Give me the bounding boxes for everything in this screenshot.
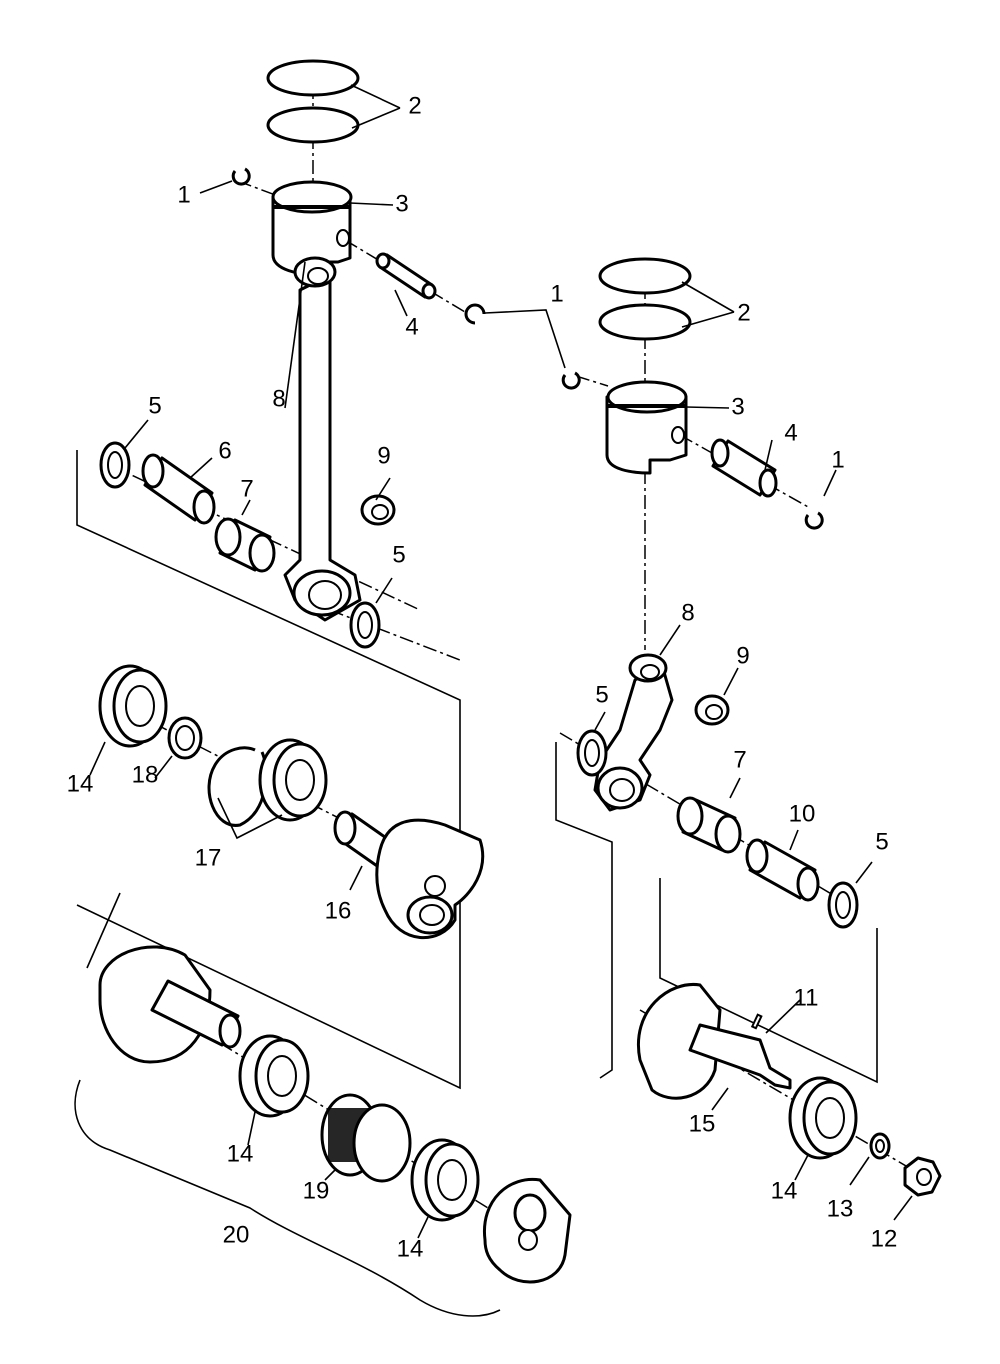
callout-label: 2 — [408, 92, 421, 119]
crank-flywheel-icon — [98, 945, 242, 1064]
left-rod-group — [99, 256, 396, 649]
callout-label: 19 — [303, 1177, 330, 1204]
lower-crank-assembly — [98, 945, 572, 1284]
needle-bearing-icon — [676, 796, 742, 854]
piston-ring-icon — [266, 106, 360, 144]
crank-web-icon — [482, 1177, 572, 1284]
callout-label: 4 — [784, 419, 797, 446]
callout-numbers: 2 1 3 4 1 2 3 4 1 5 6 7 8 9 5 8 9 5 7 10… — [67, 92, 898, 1262]
ball-bearing-icon — [788, 1076, 858, 1160]
right-piston-assembly — [561, 257, 824, 530]
thrust-washer-icon — [576, 729, 608, 777]
labyrinth-seal-icon — [320, 1093, 412, 1183]
callout-label: 13 — [827, 1195, 854, 1222]
needle-bearing-icon — [214, 517, 276, 573]
wrist-pin-icon — [710, 438, 778, 498]
piston-icon — [605, 380, 688, 475]
middle-crank-group — [98, 664, 485, 940]
snap-ring-icon — [167, 716, 203, 760]
callout-label: 17 — [195, 844, 222, 871]
crank-half-icon — [637, 982, 792, 1100]
callout-label: 8 — [272, 385, 285, 412]
crank-half-icon — [333, 810, 485, 940]
callout-label: 5 — [595, 681, 608, 708]
connecting-rod-icon — [593, 653, 674, 812]
callout-label: 10 — [789, 800, 816, 827]
piston-icon — [271, 180, 353, 277]
callout-label: 18 — [132, 761, 159, 788]
callout-label: 14 — [227, 1140, 254, 1167]
callout-label: 12 — [871, 1225, 898, 1252]
piston-ring-icon — [598, 257, 692, 295]
thrust-washer-icon — [349, 601, 381, 649]
connecting-rod-icon — [283, 256, 362, 622]
callout-label: 6 — [218, 437, 231, 464]
crankpin-icon — [745, 838, 820, 902]
callout-label: 16 — [325, 897, 352, 924]
ball-bearing-icon — [258, 738, 328, 822]
callout-label: 1 — [550, 280, 563, 307]
callout-label: 5 — [148, 392, 161, 419]
ball-bearing-icon — [98, 664, 168, 748]
callout-label: 2 — [737, 299, 750, 326]
assembly-brackets — [74, 450, 878, 1317]
piston-ring-icon — [266, 59, 360, 97]
callout-label: 9 — [377, 442, 390, 469]
piston-ring-icon — [598, 303, 692, 341]
needle-bearing-icon — [360, 494, 396, 526]
ball-bearing-icon — [410, 1138, 480, 1222]
callout-label: 11 — [794, 984, 819, 1011]
circlip-icon — [804, 511, 824, 530]
callout-label: 5 — [875, 828, 888, 855]
right-crank-group — [637, 982, 942, 1197]
callout-label: 14 — [771, 1177, 798, 1204]
callout-label: 1 — [831, 446, 844, 473]
thrust-washer-icon — [827, 881, 859, 929]
seal-ring-icon — [207, 746, 268, 827]
lock-washer-icon — [869, 1132, 891, 1160]
woodruff-key-icon — [750, 1013, 763, 1030]
needle-bearing-icon — [694, 694, 730, 726]
callout-label: 8 — [681, 599, 694, 626]
left-piston-assembly — [231, 59, 486, 325]
callout-label: 1 — [177, 181, 190, 208]
thrust-washer-icon — [99, 441, 131, 489]
circlip-icon — [561, 371, 581, 390]
callout-label: 9 — [736, 642, 749, 669]
circlip-icon — [231, 167, 251, 186]
callout-label: 3 — [731, 393, 744, 420]
wrist-pin-icon — [375, 252, 437, 300]
centerlines — [109, 85, 931, 1241]
callout-label: 7 — [733, 746, 746, 773]
circlip-icon — [464, 303, 486, 325]
leader-lines — [89, 84, 913, 1239]
callout-label: 20 — [223, 1221, 250, 1248]
callout-label: 3 — [395, 190, 408, 217]
callout-label: 5 — [392, 541, 405, 568]
callout-label: 7 — [240, 475, 253, 502]
hex-nut-icon — [903, 1156, 942, 1197]
right-rod-group — [576, 653, 859, 929]
callout-label: 4 — [405, 313, 418, 340]
ball-bearing-icon — [238, 1034, 310, 1118]
crankpin-icon — [141, 453, 216, 525]
callout-label: 14 — [67, 770, 94, 797]
callout-label: 14 — [397, 1235, 424, 1262]
callout-label: 15 — [689, 1110, 716, 1137]
